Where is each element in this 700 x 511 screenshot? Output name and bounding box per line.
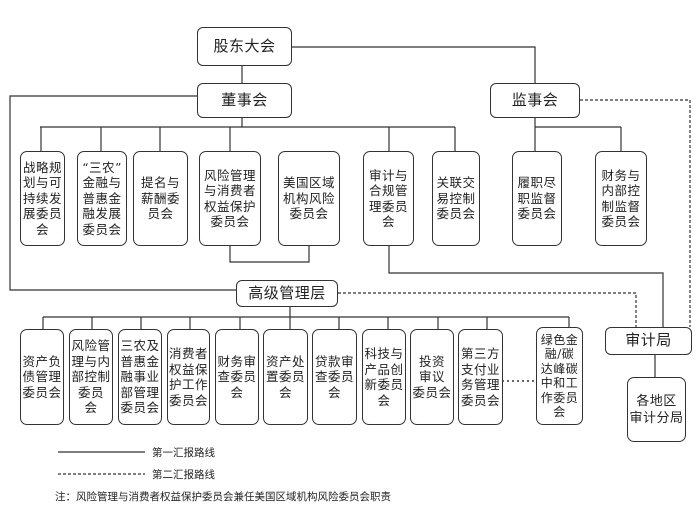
management-committee-green-finance: 绿色金 融/碳 达峰碳 中和工 作委员 会 xyxy=(536,327,583,425)
management-committee-finance-review: 财务审 查委员 会 xyxy=(215,329,259,425)
shareholders-meeting-box: 股东大会 xyxy=(197,27,292,66)
management-committee-consumer: 消费者 权益保 护工作 委员会 xyxy=(167,329,210,425)
line-supervisors-audit-dashed xyxy=(580,99,691,327)
line-shareholders-supervisors xyxy=(292,46,536,83)
board-of-directors-box: 董事会 xyxy=(197,83,292,118)
audit-bureau-box: 审计局 xyxy=(605,327,692,355)
management-committee-loan-review: 贷款审 查委员 会 xyxy=(312,329,357,425)
line-risk-bracket xyxy=(229,246,310,263)
board-committee-sannong: “三农” 金融与 普惠金 融发展 委员会 xyxy=(77,151,127,246)
management-committee-risk-control: 风险管 理与内 部控制 委员 会 xyxy=(69,329,113,425)
management-committee-asset-disposal: 资产处 置委员 会 xyxy=(263,329,308,425)
legend-dashed-label: 第二汇报路线 xyxy=(152,469,215,481)
management-committee-investment: 投资 审议 委员会 xyxy=(410,329,454,425)
board-of-supervisors-box: 监事会 xyxy=(490,83,580,118)
line-senior-audit-dashed xyxy=(338,292,637,327)
board-committee-audit: 审计与 合规管 理委员 会 xyxy=(363,151,414,246)
supervisory-committee-duty: 履职尽 职监督 委员会 xyxy=(512,151,562,246)
management-committee-tech: 科技与 产品创 新委员 会 xyxy=(362,329,406,425)
supervisory-committee-finance: 财务与 内部控 制监督 委员会 xyxy=(595,151,647,246)
board-committee-risk: 风险管理 与消费者 权益保护 委员会 xyxy=(199,151,261,246)
management-committee-alm: 资产负 债管理 委员会 xyxy=(20,329,64,425)
line-board-senior xyxy=(9,95,236,291)
board-committee-strategy: 战略规 划与可 持续发 展委员 会 xyxy=(20,151,65,246)
senior-management-box: 高级管理层 xyxy=(236,280,338,307)
management-committee-sannong: 三农及 普惠金 融事业 部管理 委员会 xyxy=(118,329,162,425)
board-committee-us-risk: 美国区域 机构风险 委员会 xyxy=(278,151,340,246)
board-committee-nomination: 提名与 薪酬委 员会 xyxy=(133,151,188,246)
regional-audit-branches-box: 各地区 审计分局 xyxy=(627,377,686,442)
footnote: 注：风险管理与消费者权益保护委员会兼任美国区域机构风险委员会职责 xyxy=(55,491,391,503)
management-committee-payment: 第三方 支付业 务管理 委员会 xyxy=(458,329,503,425)
line-audit-committee-bureau xyxy=(388,246,664,327)
legend-solid-label: 第一汇报路线 xyxy=(152,447,215,459)
board-committee-related-party: 关联交 易控制 委员会 xyxy=(432,151,480,246)
